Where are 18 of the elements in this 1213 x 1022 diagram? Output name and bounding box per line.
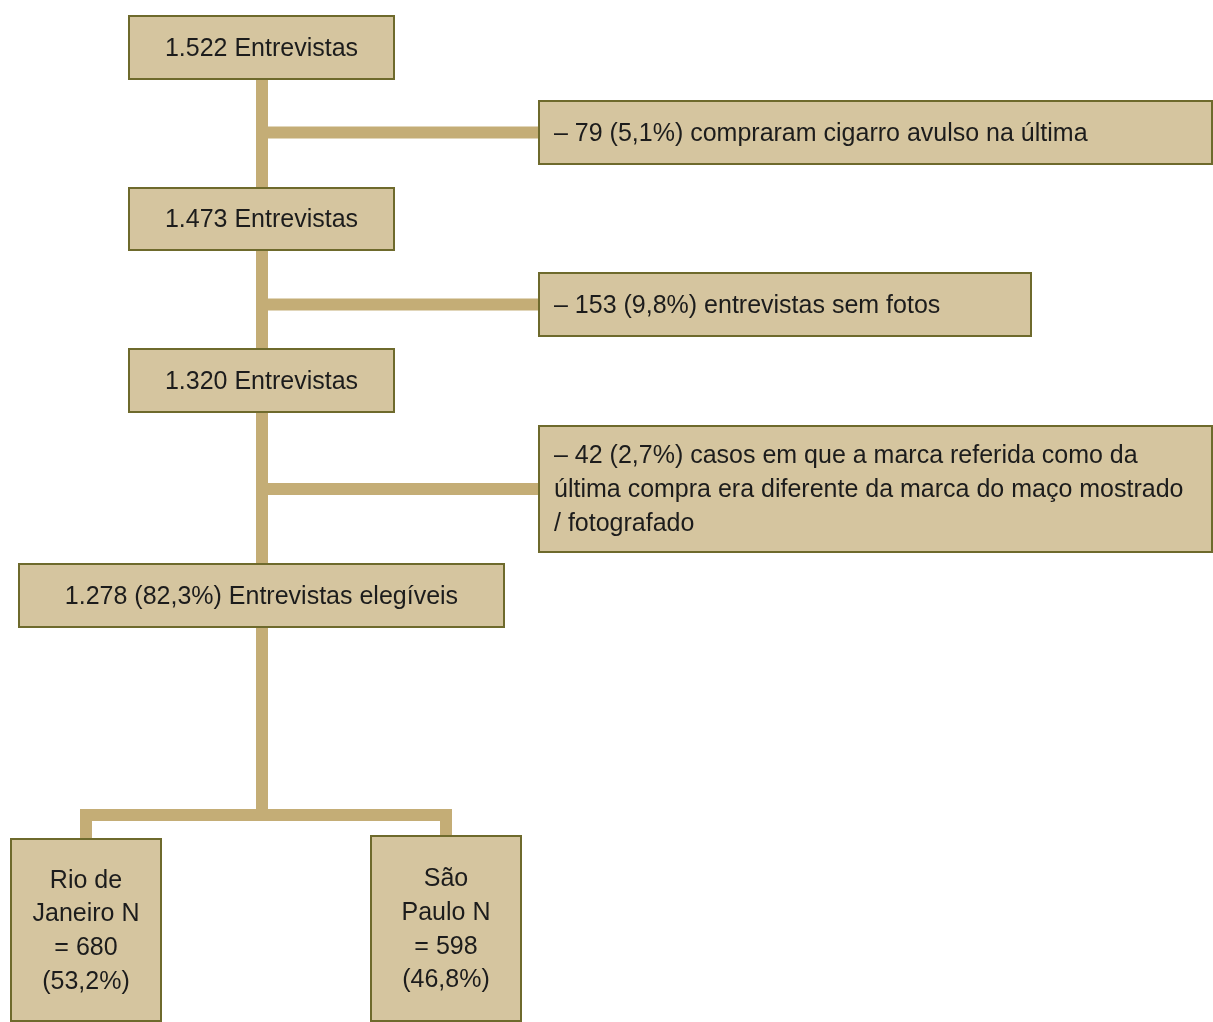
box-label: 1.278 (82,3%) Entrevistas elegíveis	[64, 579, 459, 611]
box-label: 1.473 Entrevistas	[164, 203, 359, 235]
flow-box	[538, 272, 1032, 337]
flow-box	[128, 187, 395, 251]
flow-box	[128, 15, 395, 80]
box-label: – 153 (9,8%) entrevistas sem fotos	[554, 288, 941, 320]
box-label: Rio de Janeiro N = 680 (53,2%)	[32, 863, 140, 996]
box-label: 1.522 Entrevistas	[164, 31, 359, 63]
box-label: São Paulo N = 598 (46,8%)	[400, 862, 492, 995]
flow-box	[10, 838, 162, 1022]
box-label: – 42 (2,7%) casos em que a marca referida como da última compra era diferente da marca do maço mostrado / fotografado	[554, 439, 1185, 538]
flow-box	[18, 563, 505, 628]
flow-box	[538, 425, 1213, 553]
flow-box	[128, 348, 395, 413]
flow-box	[538, 100, 1213, 165]
box-label: 1.320 Entrevistas	[164, 364, 359, 396]
box-label: – 79 (5,1%) compraram cigarro avulso na última	[554, 116, 1088, 148]
flow-box	[370, 835, 522, 1022]
